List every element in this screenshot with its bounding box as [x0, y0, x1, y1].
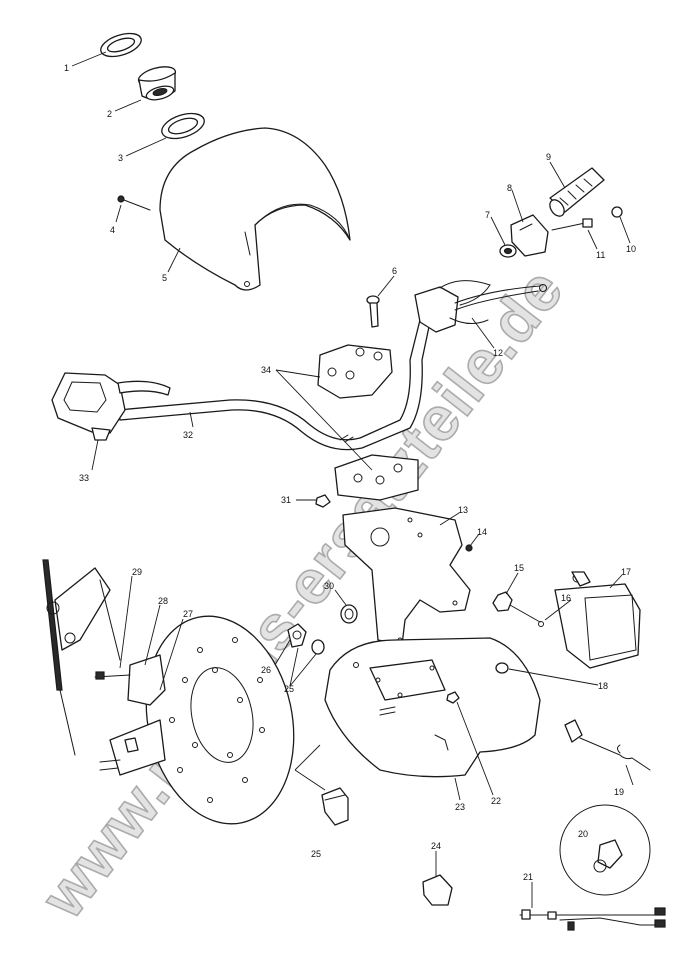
leader-lines [71, 51, 634, 908]
callout-11: 11 [596, 250, 605, 260]
callout-27: 27 [183, 609, 193, 619]
part-7-collar [499, 244, 517, 258]
part-32-handlebar [117, 319, 431, 451]
part-26-socket [287, 623, 307, 648]
part-10-end-cap [611, 206, 623, 218]
part-9-grip [549, 167, 605, 217]
callout-3: 3 [118, 153, 123, 163]
part-3-ring [161, 112, 205, 140]
callout-13: 13 [458, 505, 468, 515]
callout-15: 15 [514, 563, 524, 573]
callout-30: 30 [324, 581, 334, 591]
callout-1: 1 [64, 63, 69, 73]
callout-8: 8 [507, 183, 512, 193]
callout-4: 4 [110, 225, 115, 235]
callout-34: 34 [261, 365, 271, 375]
part-11-screw [551, 218, 593, 231]
part-1-ring [100, 32, 142, 58]
callout-25-upper: 25 [284, 684, 294, 694]
callout-20: 20 [578, 829, 588, 839]
part-18-ring [495, 662, 509, 674]
caliper [94, 654, 166, 776]
part-34-upper-clamp [317, 344, 393, 399]
callout-29: 29 [132, 567, 142, 577]
callout-25-lower: 25 [311, 849, 321, 859]
callout-18: 18 [598, 681, 608, 691]
part-33-master-cylinder [51, 372, 171, 441]
callout-22: 22 [491, 796, 501, 806]
callout-16: 16 [561, 593, 571, 603]
part-24-clip [422, 874, 453, 906]
callout-26: 26 [261, 665, 271, 675]
callout-9: 9 [546, 152, 551, 162]
callout-10: 10 [626, 244, 636, 254]
part-2-bushing [137, 66, 177, 101]
part-30-grommet [340, 604, 358, 624]
part-22-nut [446, 691, 460, 704]
callout-14: 14 [477, 527, 487, 537]
fork-assembly [42, 559, 121, 756]
callout-24: 24 [431, 841, 441, 851]
callout-21: 21 [523, 872, 533, 882]
part-14-screw [465, 544, 473, 552]
part-23-lower-cowl [324, 637, 541, 778]
callout-19: 19 [614, 787, 624, 797]
part-8-switch-housing [510, 214, 549, 257]
part-25-bulb-upper [311, 639, 325, 655]
part-4-screw [117, 195, 151, 211]
callout-7: 7 [485, 210, 490, 220]
callout-2: 2 [107, 109, 112, 119]
part-13-bracket [342, 507, 471, 646]
part-31-nut [315, 494, 331, 508]
callout-17: 17 [621, 567, 631, 577]
part-17-headlight [554, 571, 641, 669]
part-19-cable [564, 719, 651, 771]
part-5-cover [159, 127, 351, 291]
part-12-throttle [414, 280, 547, 333]
callout-12: 12 [493, 348, 503, 358]
callout-33: 33 [79, 473, 89, 483]
callout-23: 23 [455, 802, 465, 812]
callout-28: 28 [158, 596, 168, 606]
part-25-bulb-lower [321, 787, 349, 826]
part-15-adjuster [492, 591, 541, 623]
part-34-lower-clamp [334, 454, 419, 501]
callout-labels: 1 2 3 4 5 6 7 8 9 10 11 12 13 14 15 16 1… [64, 63, 636, 882]
callout-6: 6 [392, 266, 397, 276]
part-21-wiring [519, 907, 666, 931]
part-20-bulb-detail [559, 804, 651, 896]
part-16-spring [538, 621, 544, 627]
brake-disc [145, 615, 295, 825]
callout-31: 31 [281, 495, 291, 505]
callout-5: 5 [162, 273, 167, 283]
callout-32: 32 [183, 430, 193, 440]
part-6-bolt [366, 295, 380, 328]
